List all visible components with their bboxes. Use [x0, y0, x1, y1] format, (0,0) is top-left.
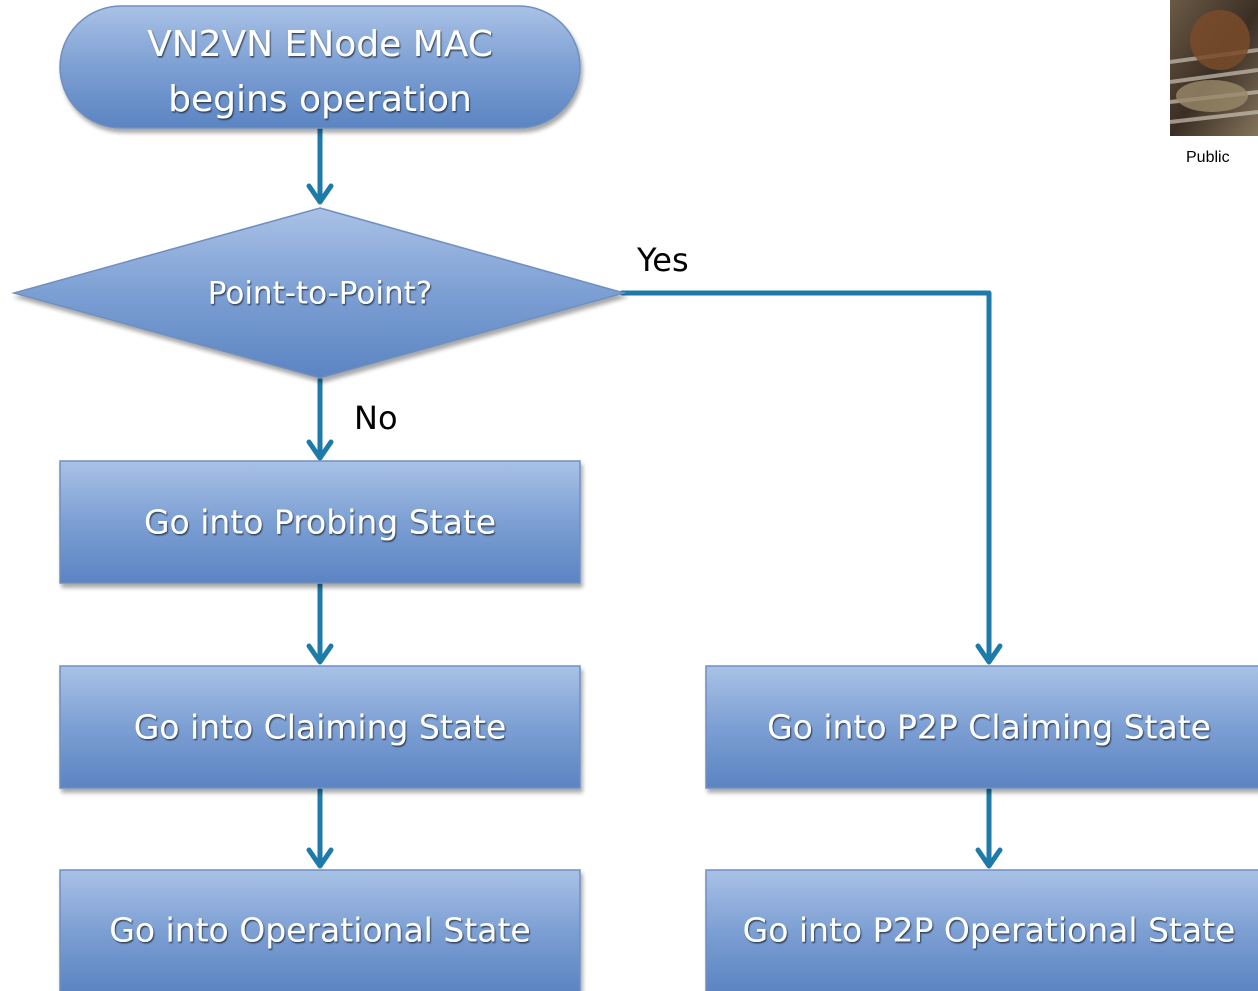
arrowhead-icon: [975, 643, 1003, 665]
probing-state-node: [59, 460, 581, 584]
operational-state-node: [59, 869, 581, 991]
claiming-state-label: Go into Claiming State: [134, 708, 507, 747]
arrowhead-icon: [975, 847, 1003, 869]
start-node: [59, 5, 581, 129]
decision-label: Point-to-Point?: [208, 276, 432, 312]
decision-node: [11, 207, 627, 379]
connector-decision-to-p2p-claiming: [619, 290, 992, 663]
connectors: [306, 125, 1003, 869]
p2p-claiming-state-label: Go into P2P Claiming State: [767, 708, 1211, 747]
arrowhead-icon: [306, 183, 334, 205]
photo-caption: Public: [1186, 149, 1230, 166]
start-node-line2: begins operation: [168, 79, 472, 120]
arrowhead-icon: [306, 847, 334, 869]
arrowhead-icon: [306, 439, 334, 461]
claiming-state-node: [59, 665, 581, 789]
p2p-operational-state-label: Go into P2P Operational State: [743, 911, 1236, 950]
p2p-operational-state-node: [705, 869, 1258, 991]
probing-state-label: Go into Probing State: [144, 503, 496, 542]
start-node-line1: VN2VN ENode MAC: [147, 24, 493, 65]
no-edge-label: No: [354, 399, 398, 437]
arrowhead-icon: [306, 643, 334, 665]
photo-thumbnail: [1169, 0, 1258, 136]
p2p-claiming-state-node: [705, 665, 1258, 789]
yes-edge-label: Yes: [636, 241, 689, 279]
operational-state-label: Go into Operational State: [109, 911, 530, 950]
